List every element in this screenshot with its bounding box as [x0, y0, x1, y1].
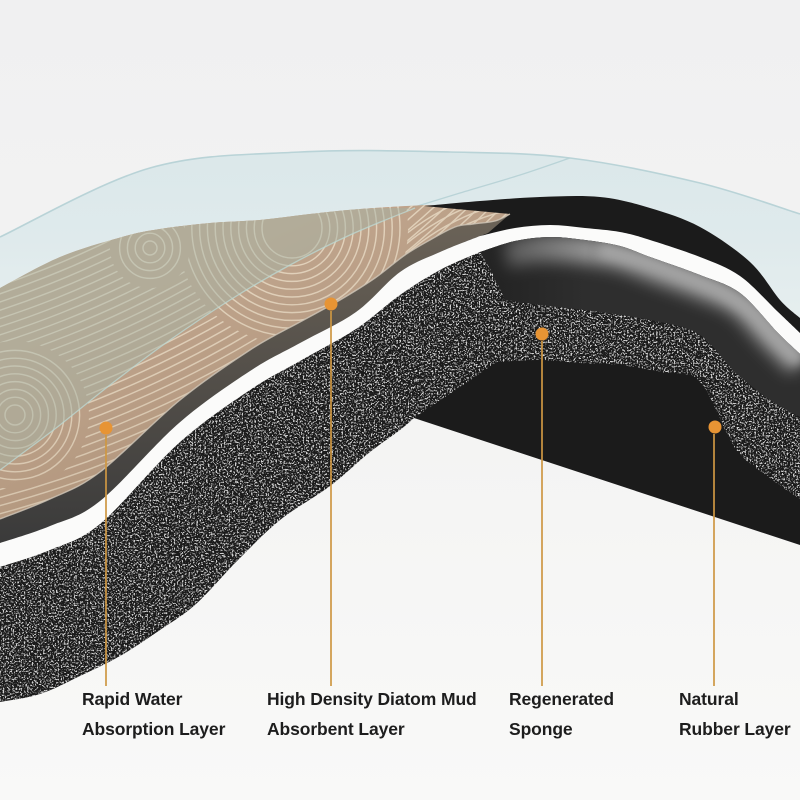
svg-text:Regenerated: Regenerated: [509, 689, 614, 709]
svg-text:Sponge: Sponge: [509, 719, 573, 739]
svg-text:Absorption Layer: Absorption Layer: [82, 719, 226, 739]
svg-text:Absorbent Layer: Absorbent Layer: [267, 719, 405, 739]
svg-text:Natural: Natural: [679, 689, 739, 709]
svg-text:Rubber Layer: Rubber Layer: [679, 719, 791, 739]
svg-text:High Density Diatom Mud: High Density Diatom Mud: [267, 689, 477, 709]
svg-text:Rapid Water: Rapid Water: [82, 689, 183, 709]
